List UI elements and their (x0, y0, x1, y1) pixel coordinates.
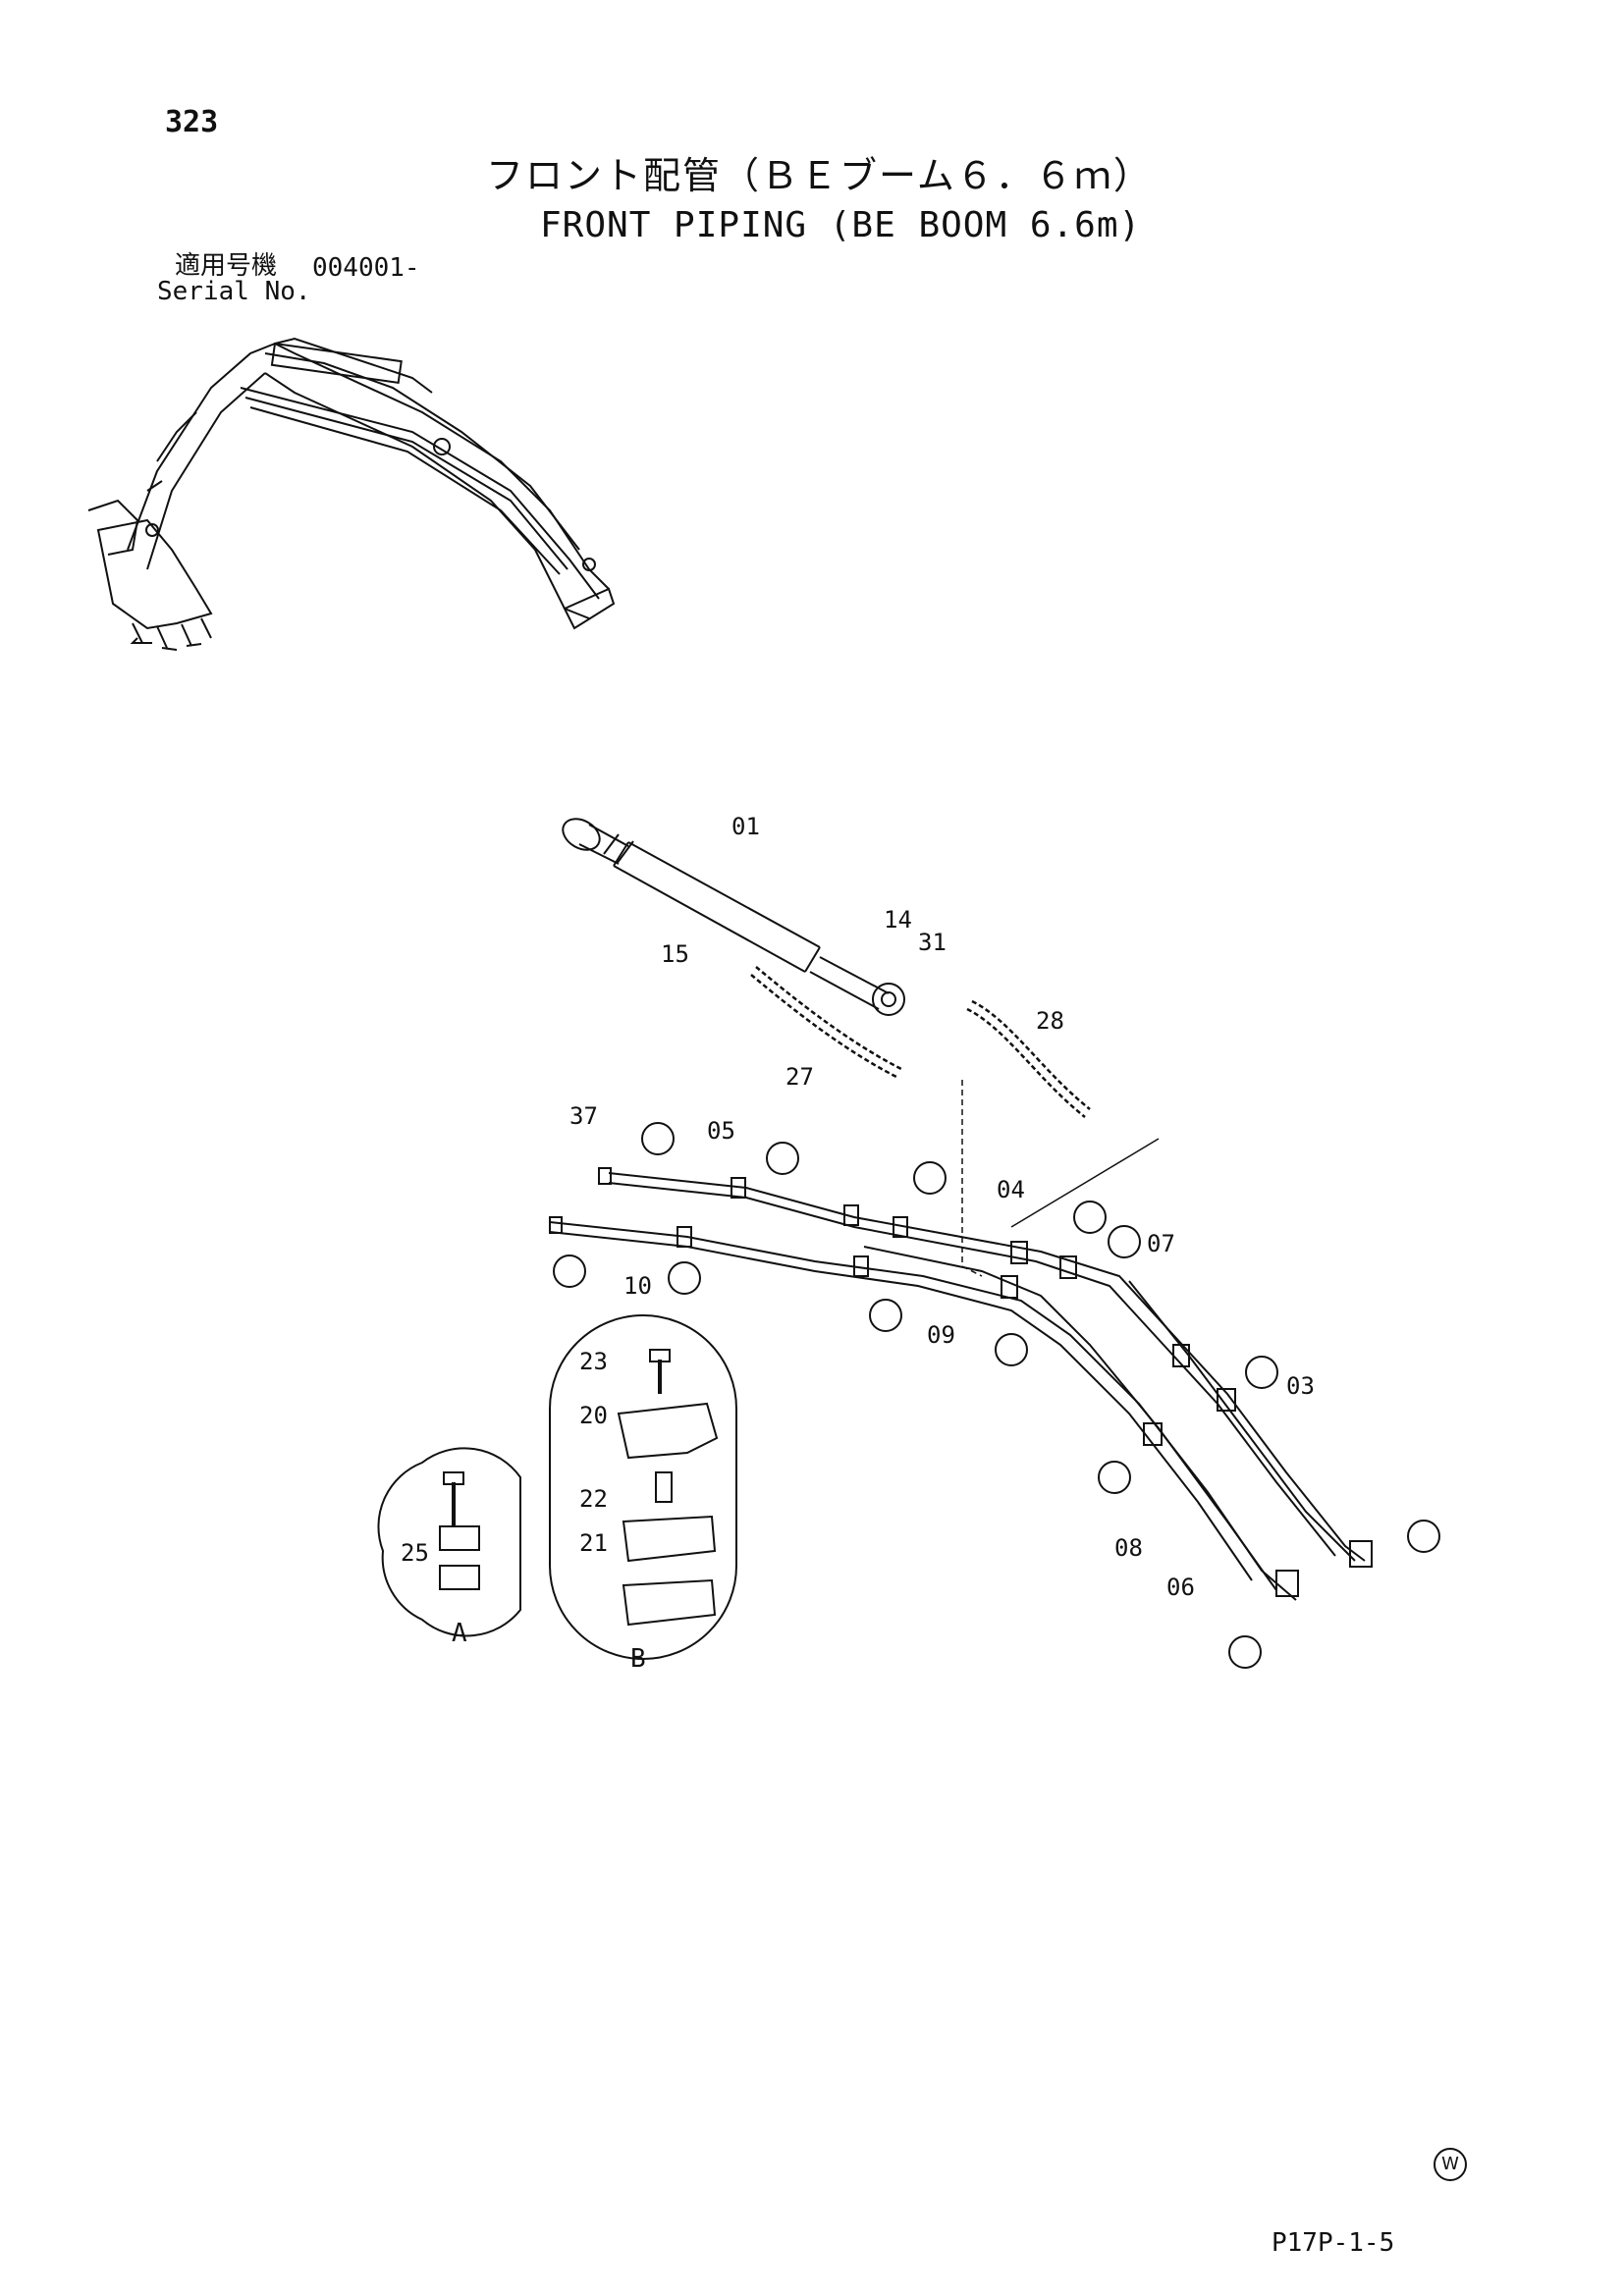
circled-callouts (553, 1122, 1440, 1669)
part-label-25: 25 (401, 1539, 429, 1567)
part-label-21: 21 (579, 1529, 608, 1557)
part-label-09: 09 (927, 1321, 955, 1349)
page-number: 323 (165, 105, 219, 139)
document-code: P17P-1-5 (1272, 2228, 1395, 2258)
hoses (750, 966, 1091, 1118)
part-label-10: 10 (623, 1272, 652, 1300)
part-label-14: 14 (884, 906, 912, 934)
excavator-overview-illustration (87, 337, 616, 651)
part-label-31: 31 (918, 929, 947, 956)
part-label-22: 22 (579, 1485, 608, 1513)
page-title-english: FRONT PIPING (BE BOOM 6.6m) (540, 205, 1142, 245)
pipes (549, 1080, 1366, 1601)
clamp-b-label: B (630, 1644, 646, 1674)
part-label-04: 04 (997, 1176, 1025, 1203)
manufacturer-mark: W (1434, 2148, 1467, 2181)
part-label-27: 27 (785, 1063, 814, 1091)
clamp-b-detail (549, 1314, 737, 1660)
part-label-07: 07 (1147, 1230, 1175, 1257)
page-title-japanese: フロント配管（ＢＥブーム６．６ｍ） (486, 154, 1153, 197)
clamp-a-label: A (452, 1619, 467, 1648)
clamp-a-detail (377, 1447, 521, 1637)
part-label-37: 37 (569, 1102, 598, 1130)
serial-label-japanese: 適用号機 (175, 251, 278, 281)
boom-cylinder (562, 818, 905, 1016)
serial-label-english: Serial No. (157, 277, 311, 306)
part-label-06: 06 (1166, 1574, 1195, 1601)
part-label-15: 15 (661, 940, 689, 968)
part-label-20: 20 (579, 1402, 608, 1429)
part-label-23: 23 (579, 1348, 608, 1375)
part-label-01: 01 (731, 813, 760, 840)
pipe-clamps (549, 1167, 1373, 1597)
part-label-05: 05 (707, 1117, 735, 1145)
detail-letters: A B (452, 1619, 646, 1674)
part-label-03: 03 (1286, 1372, 1315, 1400)
part-number-labels: 01 03 04 05 06 07 08 09 10 14 15 20 21 2… (401, 813, 1315, 1601)
part-label-08: 08 (1114, 1534, 1143, 1562)
serial-code: 004001- (312, 253, 420, 283)
part-label-28: 28 (1036, 1007, 1064, 1035)
